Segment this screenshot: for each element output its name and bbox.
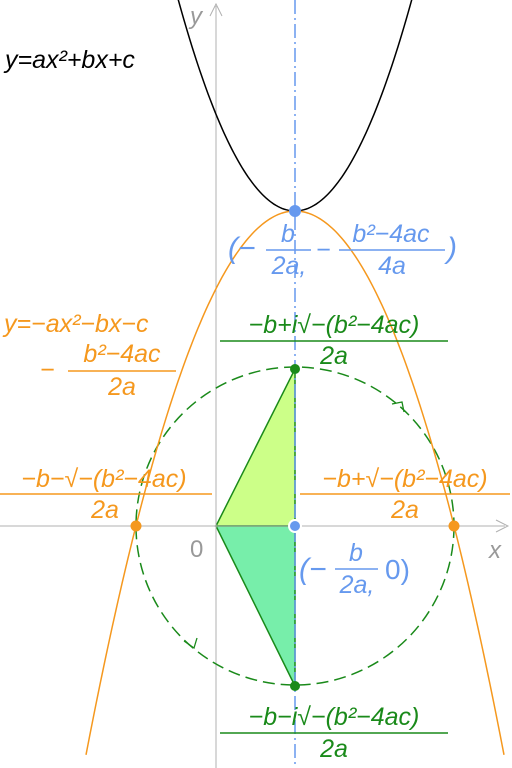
vertex-open-paren: (− <box>228 232 256 265</box>
vertex-denominator: 4a <box>378 252 406 280</box>
root-bottom-denominator: 2a <box>319 735 348 763</box>
y-axis-label: y <box>188 3 204 30</box>
vertex-minus: − <box>316 236 331 264</box>
vertex-point <box>289 205 301 217</box>
center-2a: 2a, <box>339 571 375 599</box>
mirror-denominator: 2a <box>107 373 136 401</box>
center-open-paren: (− <box>299 553 327 586</box>
y-axis-arrow <box>209 2 223 17</box>
root-top-denominator: 2a <box>319 342 348 370</box>
mirror-equation: y=−ax²−bx−c <box>2 310 149 338</box>
upper-triangle <box>214 368 296 527</box>
root-top-numerator: −b+i√−(b²−4ac) <box>249 311 420 339</box>
root-right-denominator: 2a <box>390 496 419 524</box>
lower-triangle <box>214 525 296 687</box>
origin-label: 0 <box>190 536 203 563</box>
root-left-point <box>130 520 142 532</box>
root-left-denominator: 2a <box>90 496 119 524</box>
mirror-minus: − <box>40 356 55 384</box>
vertex-numerator: b²−4ac <box>352 220 430 248</box>
circle-arrow-lower <box>183 637 198 650</box>
mirror-numerator: b²−4ac <box>83 340 161 368</box>
vertex-close-paren: ) <box>444 232 457 265</box>
root-right-point <box>448 520 460 532</box>
x-axis-arrow <box>495 519 510 533</box>
root-bottom-numerator: −b−i√−(b²−4ac) <box>249 703 420 731</box>
vertex-2a: 2a, <box>271 252 307 280</box>
x-axis-label: x <box>488 537 502 564</box>
circle-arrow-upper <box>391 401 405 413</box>
root-top-point <box>290 364 300 374</box>
center-b: b <box>349 539 363 567</box>
vertex-b: b <box>281 220 295 248</box>
parabola-equation: y=ax²+bx+c <box>3 46 135 74</box>
root-left-numerator: −b−√−(b²−4ac) <box>21 465 186 493</box>
center-point <box>288 519 302 533</box>
center-zero: 0) <box>385 554 410 585</box>
root-right-numerator: −b+√−(b²−4ac) <box>322 465 487 493</box>
root-bottom-point <box>290 681 300 691</box>
